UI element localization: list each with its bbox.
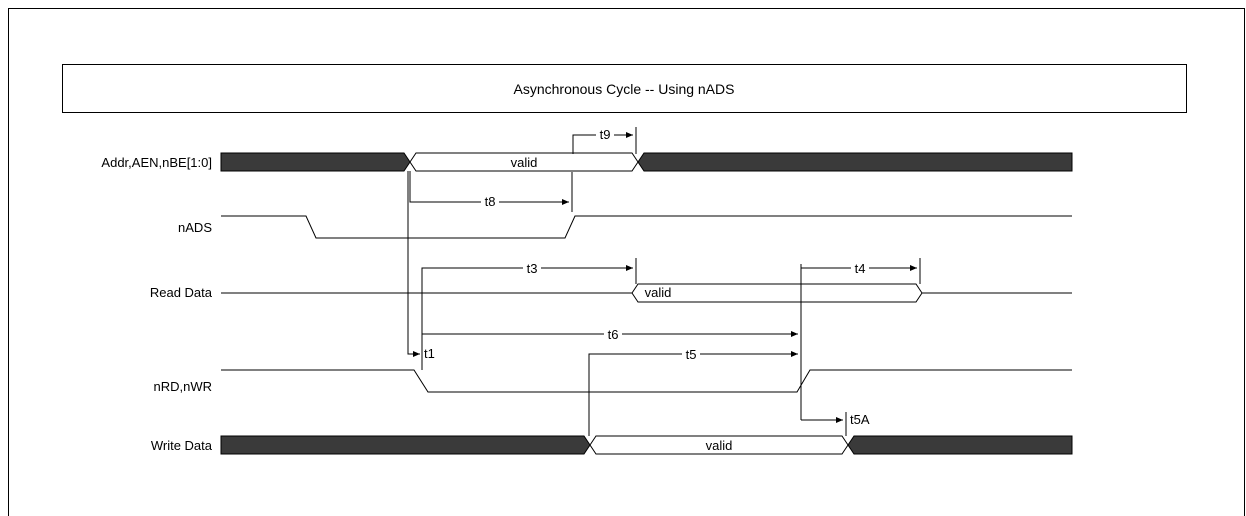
nads-waveform bbox=[221, 215, 1072, 239]
t6-label: t6 bbox=[608, 327, 619, 342]
diagram-title: Asynchronous Cycle -- Using nADS bbox=[514, 81, 735, 97]
timing-t3: t3 bbox=[421, 258, 637, 370]
read-valid-label: valid bbox=[645, 285, 672, 300]
write-valid-label: valid bbox=[706, 438, 733, 453]
write-data-invalid-after bbox=[847, 435, 1073, 455]
t5a-label: t5A bbox=[850, 412, 870, 427]
signal-label-read-data: Read Data bbox=[150, 285, 213, 300]
write-data-invalid-before bbox=[220, 435, 591, 455]
t3-label: t3 bbox=[527, 261, 538, 276]
timing-t8: t8 bbox=[409, 171, 573, 212]
timing-t1: t1 bbox=[407, 171, 435, 361]
timing-t9: t9 bbox=[572, 127, 637, 154]
signal-label-addr: Addr,AEN,nBE[1:0] bbox=[101, 155, 212, 170]
signal-label-nads: nADS bbox=[178, 220, 212, 235]
t9-label: t9 bbox=[600, 127, 611, 142]
t4-label: t4 bbox=[855, 261, 866, 276]
signal-label-nrd-nwr: nRD,nWR bbox=[153, 379, 212, 394]
timing-t4: t4 bbox=[800, 258, 921, 284]
t8-label: t8 bbox=[485, 194, 496, 209]
read-data-valid bbox=[631, 283, 923, 303]
signal-label-write-data: Write Data bbox=[151, 438, 213, 453]
addr-bus-invalid-after bbox=[637, 152, 1073, 172]
t5-label: t5 bbox=[686, 347, 697, 362]
t1-label: t1 bbox=[424, 346, 435, 361]
timing-t5: t5 bbox=[588, 347, 798, 436]
timing-t6: t6 bbox=[422, 327, 798, 342]
addr-bus-invalid-before bbox=[220, 152, 411, 172]
outer-frame bbox=[8, 8, 1245, 516]
title-box bbox=[62, 64, 1187, 113]
addr-valid-label: valid bbox=[511, 155, 538, 170]
timing-t5a: t5A bbox=[801, 412, 870, 436]
nrd-nwr-waveform bbox=[221, 369, 1072, 393]
